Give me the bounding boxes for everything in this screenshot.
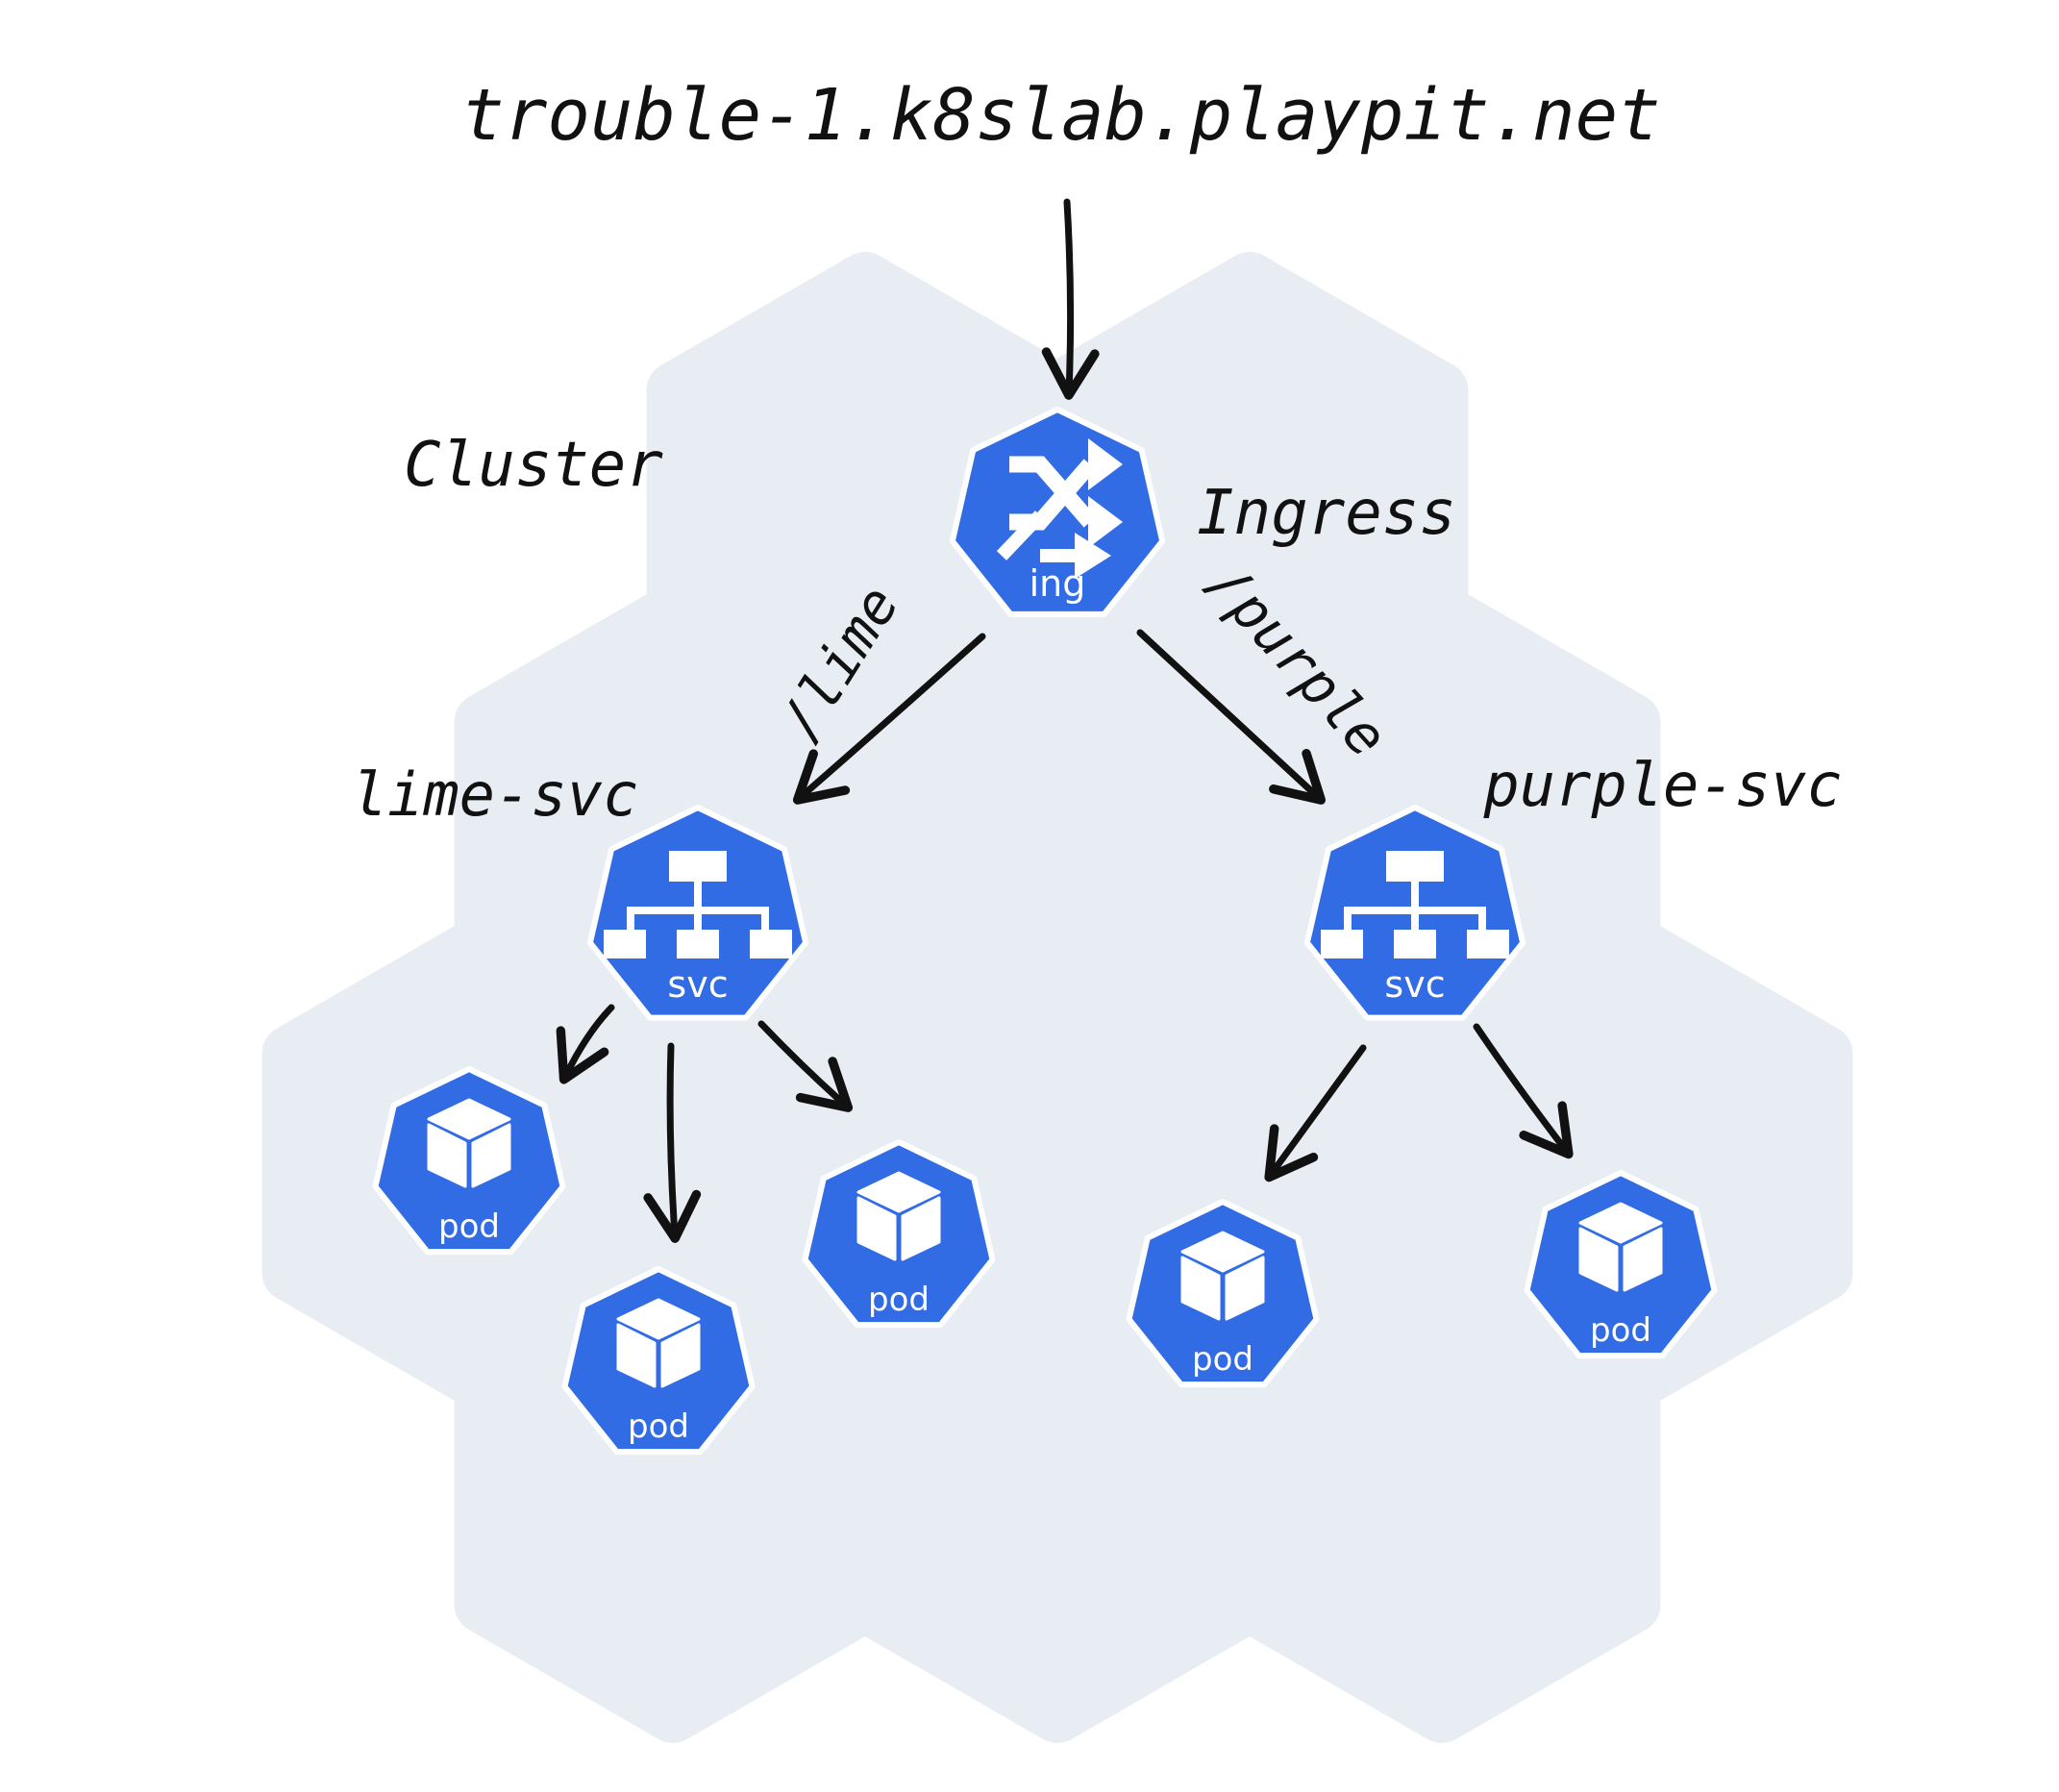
node-heptagon (1524, 1170, 1718, 1359)
service-icon (604, 851, 792, 958)
lime-pod-3[interactable]: pod (802, 1139, 996, 1329)
pod-icon (1180, 1231, 1265, 1321)
cube-face-1 (427, 1098, 511, 1140)
lime-svc-badge: svc (667, 963, 728, 1006)
cube-face-3 (1623, 1227, 1663, 1292)
cube-face-2 (427, 1123, 467, 1188)
node-heptagon (372, 1066, 566, 1256)
pod-icon (427, 1098, 511, 1188)
lime-svc-label: lime-svc (352, 759, 639, 830)
service-icon (1321, 851, 1509, 958)
lime-pod-2[interactable]: pod (561, 1266, 756, 1456)
cube-face-3 (901, 1196, 941, 1261)
arrow-lime-svc-to-pod-2 (643, 1042, 702, 1243)
arrow-purple-svc-to-pod-2 (1473, 1023, 1574, 1159)
pod-icon (616, 1298, 701, 1388)
purple-svc-badge: svc (1384, 963, 1445, 1006)
node-heptagon (802, 1139, 996, 1329)
purple-svc-node[interactable]: svc (1303, 805, 1526, 1021)
purple-svc-label: purple-svc (1482, 750, 1842, 820)
pod-badge: pod (628, 1407, 689, 1446)
node-heptagon (1126, 1199, 1320, 1388)
ingress-badge: ing (1030, 562, 1086, 605)
arrow-lime-svc-to-pod-1 (556, 1004, 615, 1084)
cube-face-1 (1578, 1202, 1663, 1244)
cube-face-1 (1180, 1231, 1265, 1273)
purple-pod-1[interactable]: pod (1126, 1199, 1320, 1388)
cluster-label: Cluster (404, 430, 663, 501)
pod-badge: pod (1192, 1340, 1253, 1379)
cube-face-1 (616, 1298, 701, 1340)
ingress-node[interactable]: ing (949, 407, 1166, 617)
cube-face-1 (856, 1171, 941, 1213)
pod-icon (1578, 1202, 1663, 1292)
arrows (556, 198, 1574, 1243)
host-label: trouble-1.k8slab.playpit.net (461, 74, 1660, 157)
pod-badge: pod (868, 1281, 930, 1319)
arrow-host-to-ingress (1041, 198, 1100, 400)
cube-face-2 (616, 1323, 657, 1388)
purple-pod-2[interactable]: pod (1524, 1170, 1718, 1359)
lime-svc-node[interactable]: svc (586, 805, 809, 1021)
lime-pod-1[interactable]: pod (372, 1066, 566, 1256)
cube-face-3 (660, 1323, 701, 1388)
cube-face-3 (471, 1123, 511, 1188)
cube-face-2 (856, 1196, 897, 1261)
arrow-purple-svc-to-pod-1 (1264, 1044, 1367, 1182)
arrow-lime-svc-to-pod-3 (757, 1020, 854, 1112)
cube-face-3 (1225, 1256, 1265, 1321)
arrow-ingress-to-purple-svc (1136, 629, 1327, 805)
pod-badge: pod (1590, 1311, 1651, 1350)
pod-badge: pod (438, 1207, 500, 1246)
ingress-icon (996, 438, 1123, 579)
cube-face-2 (1180, 1256, 1221, 1321)
pod-icon (856, 1171, 941, 1261)
ingress-label: Ingress (1197, 478, 1456, 549)
node-heptagon (561, 1266, 756, 1456)
arrow-ingress-to-lime-svc (792, 633, 986, 805)
cube-face-2 (1578, 1227, 1619, 1292)
